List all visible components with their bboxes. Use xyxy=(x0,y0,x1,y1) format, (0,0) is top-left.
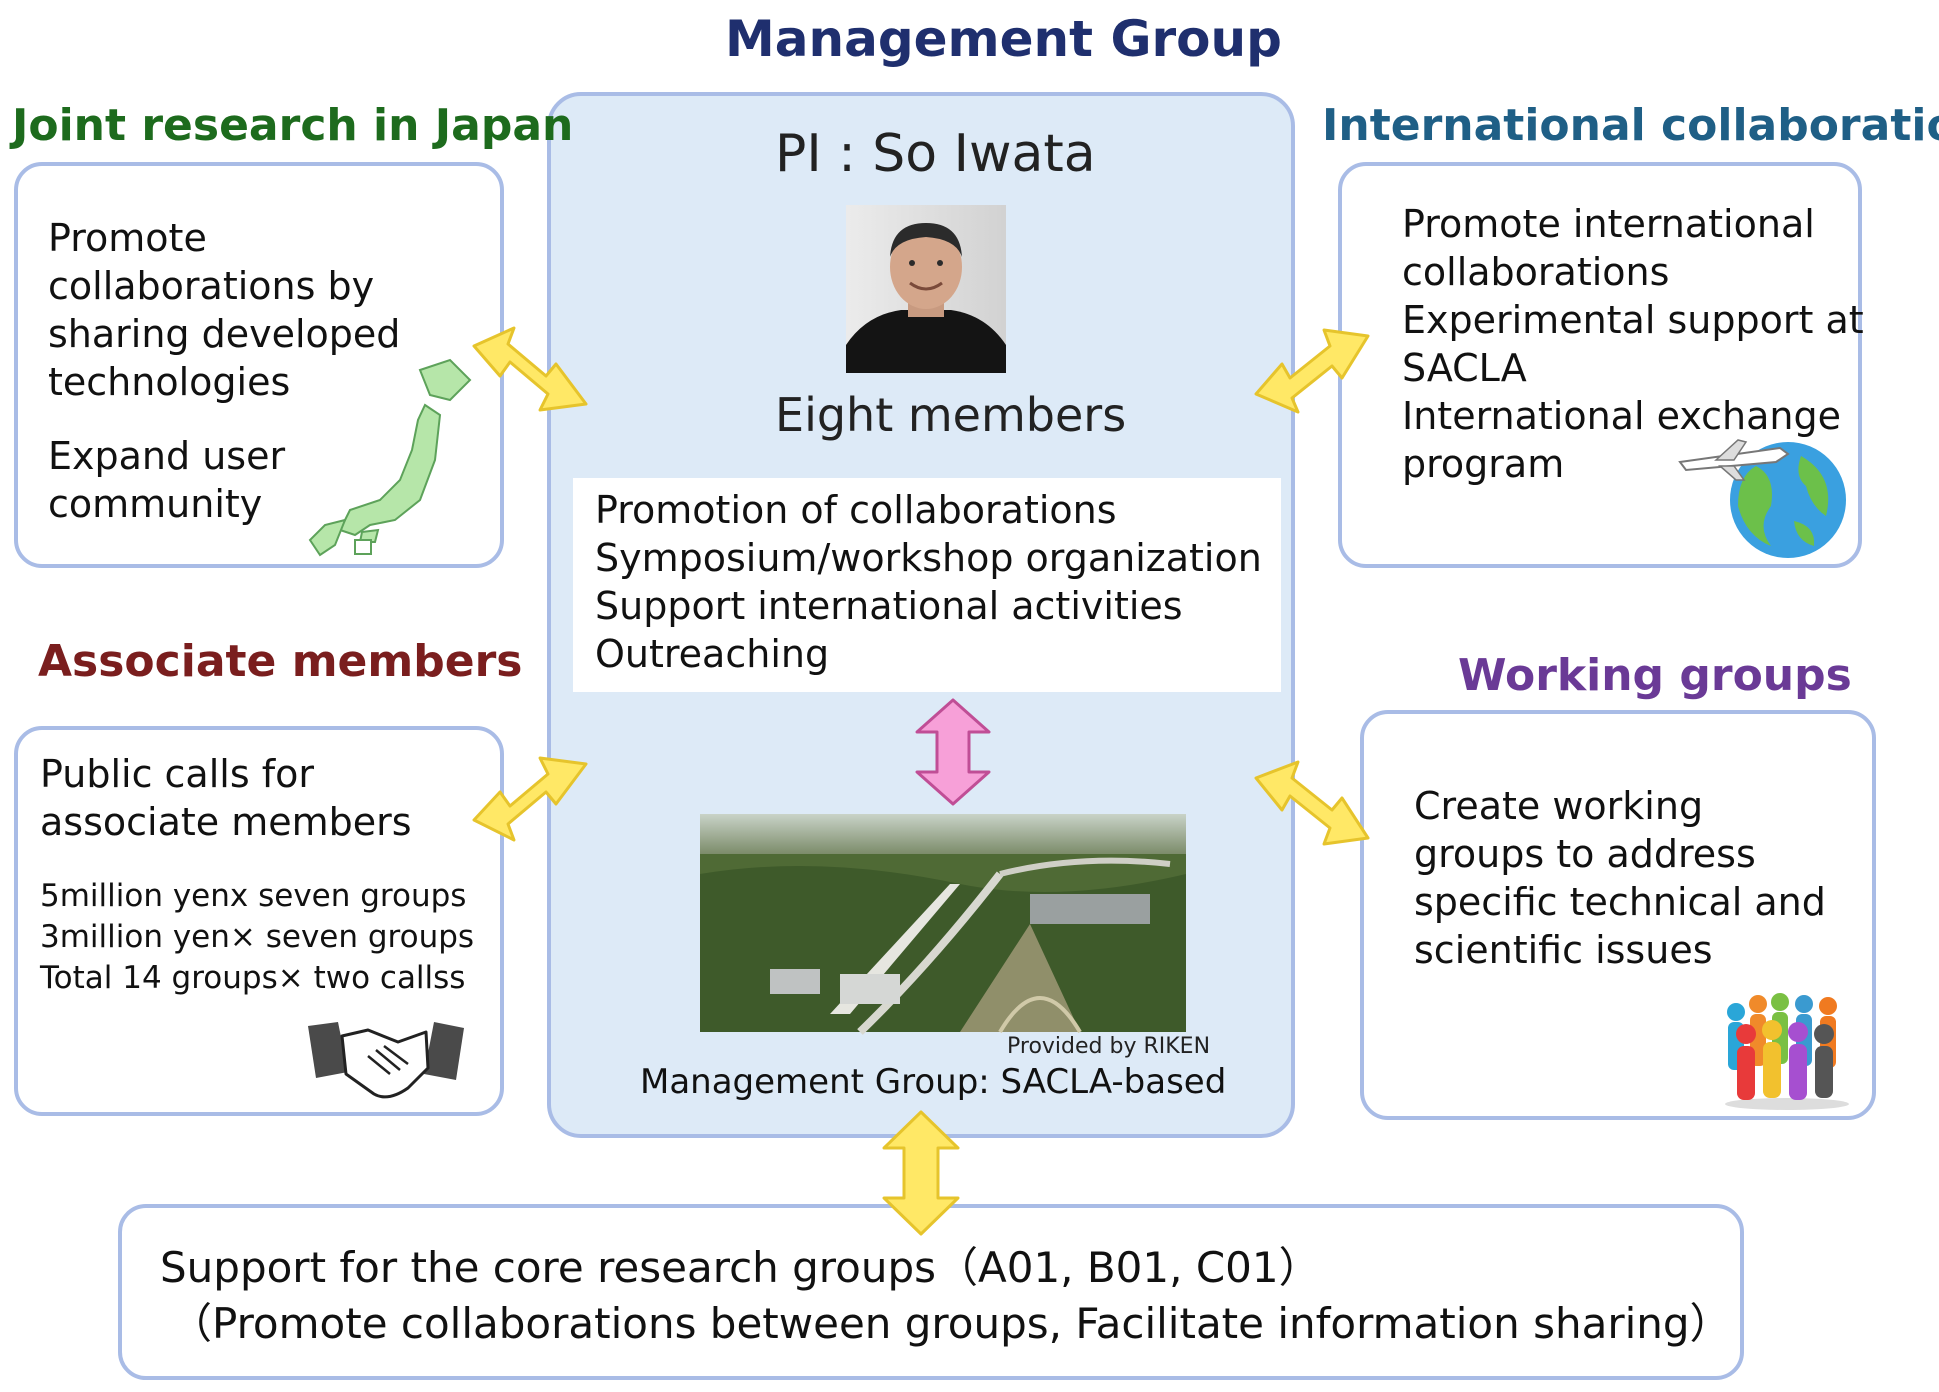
role-item: Outreaching xyxy=(595,632,830,676)
text-line: Promote xyxy=(48,216,207,260)
working-groups-text: Create working groups to address specifi… xyxy=(1414,782,1826,974)
role-item: Promotion of collaborations xyxy=(595,488,1117,532)
joint-research-text-2: Expand user community xyxy=(48,432,285,528)
role-item: Support international activities xyxy=(595,584,1183,628)
arrow-international-to-center xyxy=(1254,328,1370,414)
text-line: 3million yen× seven groups xyxy=(40,919,475,955)
text-line: collaborations by xyxy=(48,264,375,308)
arrow-center-to-core xyxy=(882,1110,960,1236)
center-caption: Management Group: SACLA-based xyxy=(640,1062,1227,1102)
core-support-line-2: （Promote collaborations between groups, … xyxy=(170,1299,1732,1348)
arrow-associate-to-center xyxy=(472,756,588,842)
globe-airplane-icon xyxy=(1678,439,1846,558)
text-line: community xyxy=(48,482,263,526)
text-line: Experimental support at xyxy=(1402,298,1864,342)
text-line: specific technical and xyxy=(1414,880,1826,924)
text-line: scientific issues xyxy=(1414,928,1713,972)
roles-list: Promotion of collaborations Symposium/wo… xyxy=(595,486,1262,678)
associate-members-heading: Associate members xyxy=(38,636,523,687)
arrow-joint-to-center xyxy=(472,326,588,412)
text-line: SACLA xyxy=(1402,346,1527,390)
text-line: 5million yenx seven groups xyxy=(40,878,467,914)
people-group-icon xyxy=(1725,993,1849,1110)
text-line: groups to address xyxy=(1414,832,1756,876)
text-line: Expand user xyxy=(48,434,286,478)
handshake-icon xyxy=(308,1022,464,1099)
pink-double-arrow xyxy=(915,698,991,806)
associate-members-text-1: Public calls for associate members xyxy=(40,750,412,846)
arrow-working-to-center xyxy=(1254,760,1370,846)
photo-credit: Provided by RIKEN xyxy=(1007,1034,1211,1059)
text-line: associate members xyxy=(40,800,412,844)
text-line: program xyxy=(1402,442,1565,486)
joint-research-heading: Joint research in Japan xyxy=(12,100,574,151)
members-count: Eight members xyxy=(775,388,1127,442)
text-line: technologies xyxy=(48,360,291,404)
text-line: Create working xyxy=(1414,784,1704,828)
international-collaborations-text: Promote international collaborations Exp… xyxy=(1402,200,1864,488)
pi-label: PI : So Iwata xyxy=(775,124,1096,184)
sacla-facility-photo xyxy=(700,814,1186,1035)
working-groups-heading: Working groups xyxy=(1458,650,1852,701)
role-item: Symposium/workshop organization xyxy=(595,536,1262,580)
international-collaborations-heading: International collaborations xyxy=(1322,100,1939,151)
japan-map-icon xyxy=(308,358,472,557)
management-group-heading: Management Group xyxy=(725,10,1282,68)
text-line: sharing developed xyxy=(48,312,401,356)
text-line: Promote international xyxy=(1402,202,1815,246)
associate-members-text-2: 5million yenx seven groups 3million yen×… xyxy=(40,876,474,999)
pi-portrait xyxy=(846,205,1006,373)
roles-box xyxy=(573,478,1281,692)
joint-research-text-1: Promote collaborations by sharing develo… xyxy=(48,214,400,406)
text-line: collaborations xyxy=(1402,250,1670,294)
text-line: Public calls for xyxy=(40,752,314,796)
core-support-line-1: Support for the core research groups（A01… xyxy=(160,1243,1321,1292)
text-line: Total 14 groups× two callss xyxy=(40,960,466,996)
text-line: International exchange xyxy=(1402,394,1841,438)
joint-research-box xyxy=(14,162,504,568)
